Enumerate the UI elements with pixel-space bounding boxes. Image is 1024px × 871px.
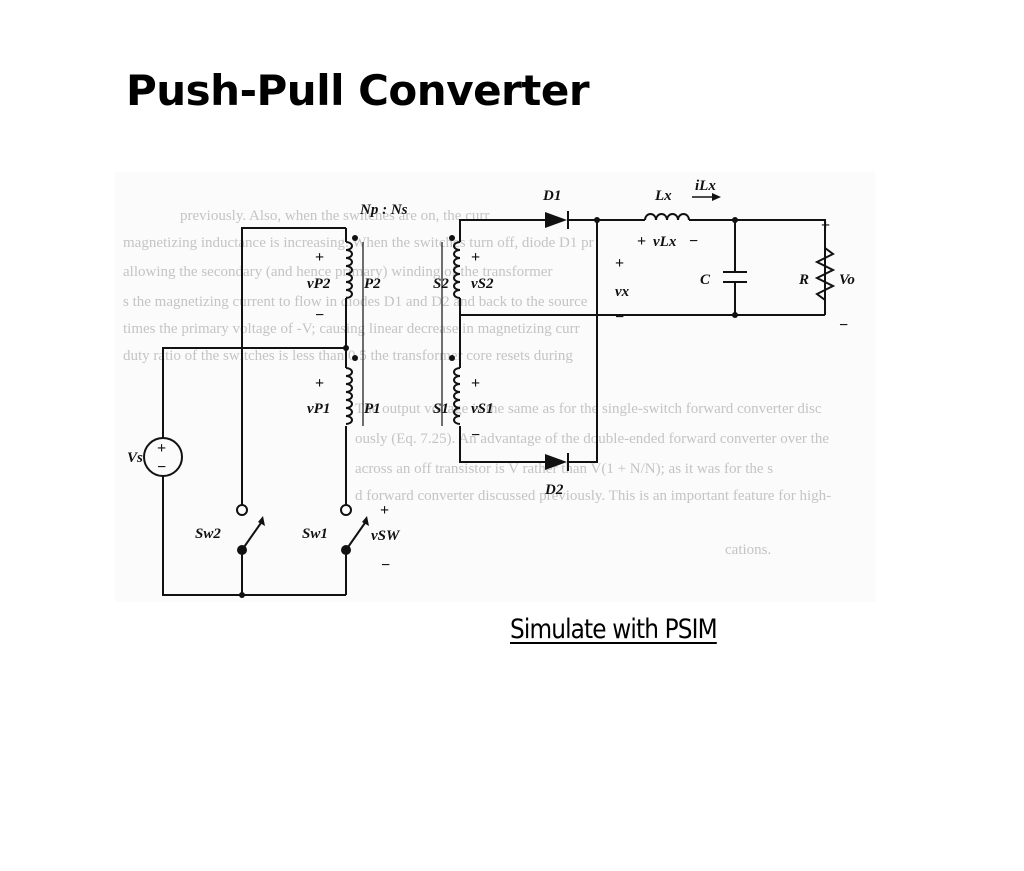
junction-dot [594,217,600,223]
diode-triangle [545,454,567,470]
switch-blade [345,519,368,551]
source-minus: − [157,459,166,476]
resistor-r [814,247,836,315]
diode-d1 [545,211,575,229]
label-vx: vx [615,284,630,300]
label-vs1: vS1 [471,401,494,417]
vo-minus: − [839,317,848,334]
bg-text-line: cations. [725,542,771,558]
capacitor-c [723,271,747,283]
diode-d2 [545,453,575,471]
wire-s1-to-d2 [459,426,545,463]
simulate-caption: Simulate with PSIM [510,614,718,645]
bg-text-line: times the primary voltage of -V; causing… [123,321,580,337]
vx-minus: − [615,309,624,326]
secondary-coil-s2 [449,235,461,299]
junction-dot [732,217,738,223]
label-p1: P1 [364,401,381,417]
junction-dot [239,592,245,598]
source-circle [143,437,183,477]
label-vs2: vS2 [471,276,494,292]
bg-text-line: duty ratio of the switches is less than … [123,348,573,364]
voltage-source: + − [143,437,183,477]
bg-text-line: d forward converter discussed previously… [355,488,831,504]
label-vsw: vSW [371,528,401,544]
label-vp2: vP2 [307,276,331,292]
label-sw1: Sw1 [302,526,328,542]
switch-arrow [258,516,265,526]
coil-windings [453,241,461,299]
vlx-minus: − [689,233,698,250]
switch-arrow [362,516,369,526]
push-pull-circuit-diagram: previously. Also, when the switches are … [115,170,875,610]
vx-plus: + [615,255,624,272]
label-vp1: vP1 [307,401,330,417]
vp2-minus: − [315,307,324,324]
switch-sw2 [236,504,265,555]
vsw-minus: − [381,557,390,574]
circuit-svg: previously. Also, when the switches are … [115,172,875,602]
bg-text-line: across an off transistor is V rather tha… [355,461,773,477]
switch-contact [236,504,248,516]
label-s1: S1 [433,401,449,417]
polarity-dot [352,235,358,241]
label-s2: S2 [433,276,449,292]
label-sw2: Sw2 [195,526,221,542]
vsw-plus: + [380,502,389,519]
bg-text-line: allowing the secondary (and hence primar… [123,264,552,280]
bg-text-line: previously. Also, when the switches are … [180,208,489,224]
primary-coil-p2 [345,235,358,299]
bg-text-line: ously (Eq. 7.25). An advantage of the do… [355,431,829,447]
switch-sw1 [340,504,369,555]
wire-centertap-to-source [162,347,346,438]
wire-source-to-bottom [162,476,346,596]
label-c: C [700,272,711,288]
bg-text-line: s the magnetizing current to flow in dio… [123,294,588,310]
coil-windings [345,241,353,299]
polarity-dot [352,355,358,361]
current-arrowhead [712,193,721,201]
diode-triangle [545,212,567,228]
vs1-plus: + [471,375,480,392]
vo-plus: + [821,217,830,234]
label-r: R [798,272,809,288]
resistor-zigzag [814,247,836,315]
wire-p2-to-sw2 [241,227,346,505]
inductor-coil [644,213,690,221]
vp2-plus: + [315,249,324,266]
label-ilx: iLx [695,178,716,194]
switch-blade [241,519,264,551]
inductor-lx [644,213,690,221]
label-vs: Vs [127,450,143,466]
secondary-wiring [459,217,826,463]
wire-diode-common [575,219,598,463]
coil-windings [453,367,461,425]
bg-text-line: magnetizing inductance is increasing. Wh… [123,235,594,251]
vp1-plus: + [315,375,324,392]
label-turns-ratio: Np : Ns [359,202,408,218]
switch-contact [340,504,352,516]
label-vo: Vo [839,272,855,288]
vs2-plus: + [471,249,480,266]
slide-title: Push-Pull Converter [126,66,590,115]
junction-dot [732,312,738,318]
label-lx: Lx [654,188,672,204]
wire-s2-to-d1 [459,219,545,242]
polarity-dot [449,355,455,361]
bg-text-line: The output voltage is the same as for th… [355,401,822,417]
label-vlx: vLx [653,234,677,250]
vlx-plus: + [637,233,646,250]
secondary-coil-s1 [449,355,461,425]
primary-coil-p1 [345,355,358,425]
vs1-minus: − [471,427,480,444]
polarity-dot [449,235,455,241]
source-plus: + [157,440,166,457]
primary-wiring [162,227,349,598]
label-d1: D1 [542,188,561,204]
label-d2: D2 [544,482,564,498]
label-p2: P2 [364,276,381,292]
junction-dot [343,345,349,351]
coil-windings [345,367,353,425]
